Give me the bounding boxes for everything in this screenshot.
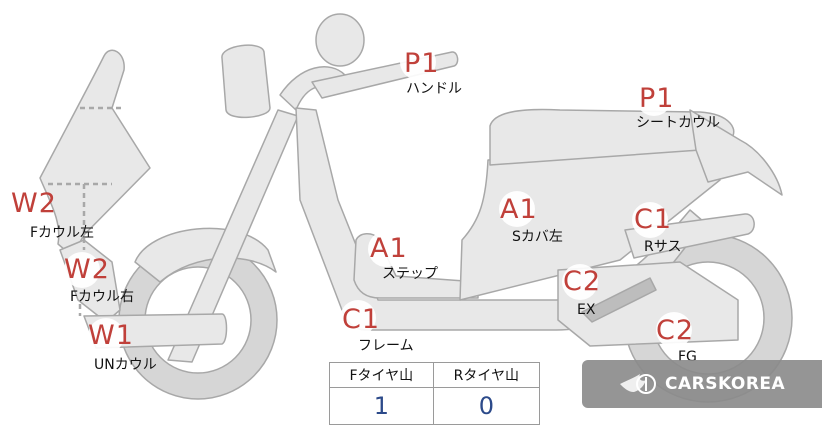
exhaust-pipe bbox=[581, 277, 657, 323]
rear-shock bbox=[624, 213, 755, 259]
marker-label-handle: ハンドル bbox=[406, 81, 462, 97]
tire-header-rear: Rタイヤ山 bbox=[432, 362, 541, 388]
marker-exhaust[interactable] bbox=[562, 264, 598, 300]
marker-r-suspension[interactable] bbox=[632, 202, 668, 238]
mirror bbox=[315, 13, 365, 67]
marker-label-s-cover-left: Sカバ左 bbox=[512, 229, 563, 245]
brand-name: CARSKOREA bbox=[665, 374, 786, 394]
marker-code-handle: P1 bbox=[404, 48, 440, 79]
marker-step[interactable] bbox=[368, 231, 404, 267]
marker-f-cowl-right[interactable] bbox=[64, 252, 100, 288]
marker-code-f-cowl-left: W2 bbox=[11, 188, 57, 219]
marker-code-r-suspension: C1 bbox=[634, 204, 673, 235]
tire-header-front: Fタイヤ山 bbox=[329, 362, 434, 388]
marker-frame[interactable] bbox=[340, 300, 376, 336]
marker-label-un-cowl: UNカウル bbox=[94, 357, 157, 373]
tire-tread-table: Fタイヤ山 Rタイヤ山 1 0 bbox=[329, 362, 541, 425]
marker-handle[interactable] bbox=[400, 44, 436, 80]
tire-value-front: 1 bbox=[329, 387, 434, 425]
flame-logo-icon bbox=[620, 374, 656, 394]
marker-code-seat-cowl: P1 bbox=[639, 83, 675, 114]
engine bbox=[557, 261, 739, 347]
marker-code-un-cowl: W1 bbox=[88, 320, 134, 351]
front-cowl bbox=[39, 49, 151, 257]
marker-label-step: ステップ bbox=[382, 266, 438, 282]
marker-code-s-cover-left: A1 bbox=[500, 194, 538, 225]
marker-fg[interactable] bbox=[656, 312, 692, 348]
tail-cowl bbox=[689, 109, 783, 196]
marker-code-fg: C2 bbox=[656, 315, 695, 346]
marker-label-f-cowl-left: Fカウル左 bbox=[30, 225, 95, 241]
marker-code-f-cowl-right: W2 bbox=[64, 254, 110, 285]
marker-un-cowl[interactable] bbox=[88, 318, 124, 354]
marker-code-step: A1 bbox=[370, 233, 408, 264]
headlight bbox=[221, 44, 271, 119]
tire-value-rear: 0 bbox=[432, 387, 541, 425]
marker-seat-cowl[interactable] bbox=[636, 80, 672, 116]
marker-label-f-cowl-right: Fカウル右 bbox=[70, 289, 135, 305]
marker-label-seat-cowl: シートカウル bbox=[636, 115, 720, 131]
marker-code-frame: C1 bbox=[342, 304, 381, 335]
marker-label-exhaust: EX bbox=[577, 302, 596, 318]
marker-label-r-suspension: Rサス bbox=[644, 239, 682, 255]
marker-f-cowl-left[interactable] bbox=[12, 184, 48, 220]
marker-s-cover-left[interactable] bbox=[499, 191, 535, 227]
marker-code-exhaust: C2 bbox=[563, 266, 602, 297]
marker-label-frame: フレーム bbox=[358, 338, 414, 354]
